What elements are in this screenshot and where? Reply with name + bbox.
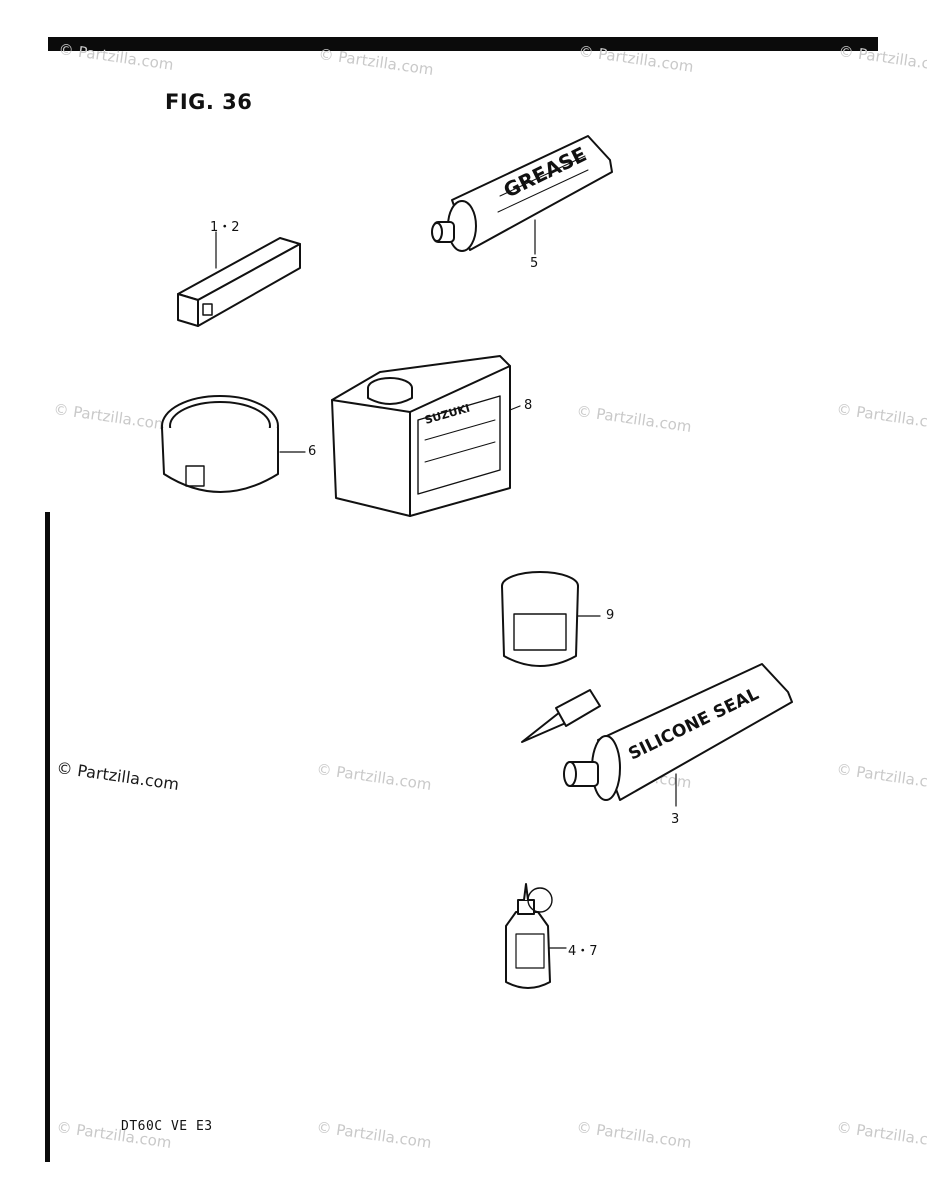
part-small-can [501, 571, 601, 667]
left-border-bar [45, 512, 50, 1162]
part-silicone-tube [563, 663, 793, 807]
callout-label-4-7: 4・7 [568, 944, 598, 959]
model-code: DT60C VE E3 [121, 1119, 213, 1134]
top-border-bar [48, 37, 878, 51]
part-oil-can [331, 355, 521, 517]
part-round-tin [161, 395, 306, 493]
part-grease-tube [431, 135, 613, 255]
part-bottle [505, 883, 567, 989]
figure-title: FIG. 36 [165, 90, 253, 114]
callout-label-9: 9 [606, 608, 615, 623]
callout-label-3: 3 [671, 812, 680, 827]
callout-label-1-2: 1・2 [210, 220, 240, 235]
callout-label-6: 6 [308, 444, 317, 459]
callout-label-8: 8 [524, 398, 533, 413]
part-bar-stick [177, 231, 301, 327]
callout-label-5: 5 [530, 256, 539, 271]
part-applicator-nozzle [521, 689, 601, 743]
